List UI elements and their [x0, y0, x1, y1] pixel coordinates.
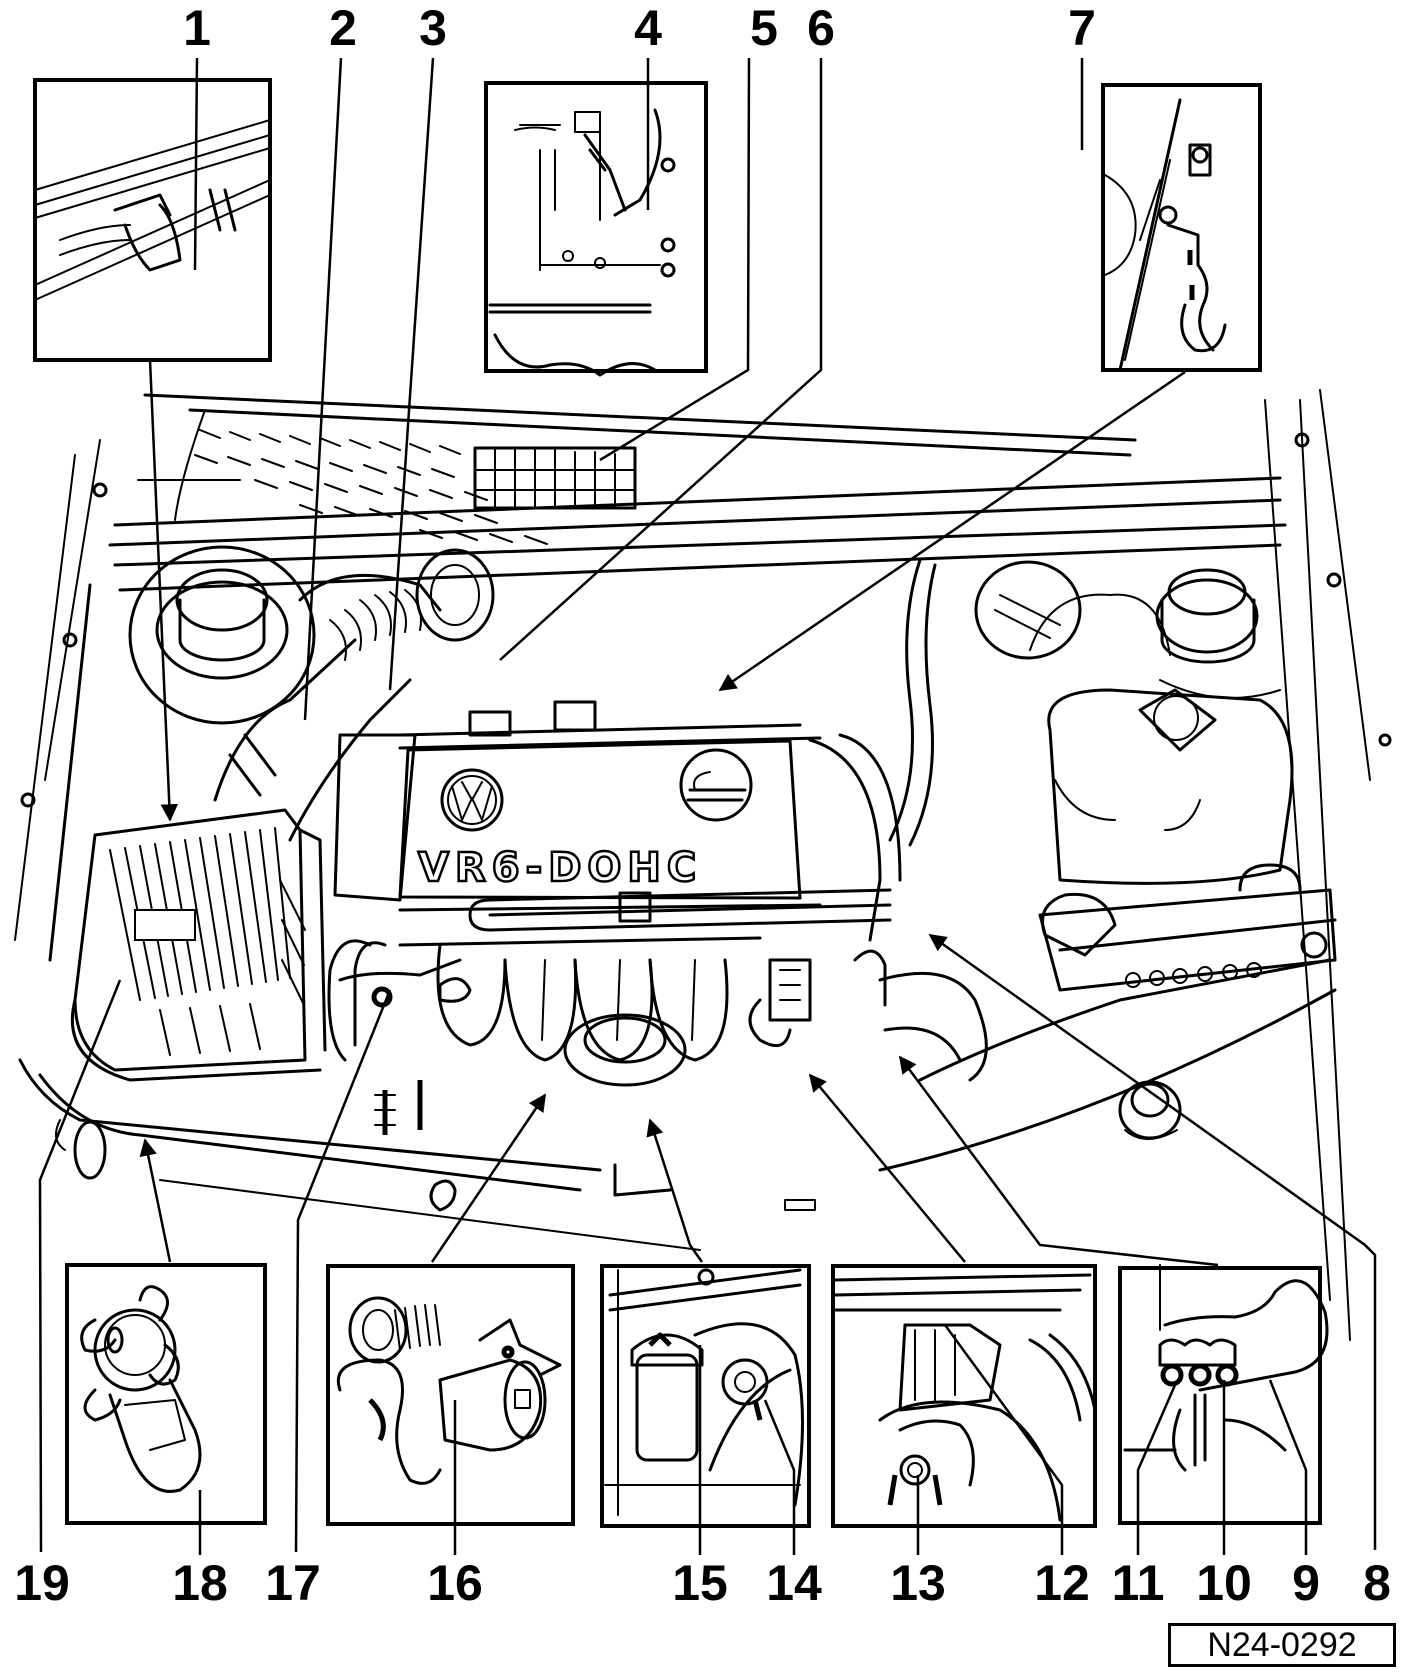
callout-8: 8 [1363, 1555, 1391, 1611]
inset-15-14 [600, 1264, 811, 1528]
leader-14 [763, 1399, 796, 1555]
leader-1-arrow [148, 359, 179, 822]
relay-box [473, 446, 637, 510]
inset-18 [65, 1263, 267, 1525]
intake-manifold [398, 936, 762, 1087]
leader-8 [928, 933, 1377, 1550]
callout-16: 16 [427, 1555, 483, 1611]
inset-4 [484, 81, 708, 377]
callout-7: 7 [1068, 0, 1096, 56]
callouts-bottom: 19 18 17 16 15 14 13 12 11 10 9 8 [14, 1555, 1391, 1611]
coolant-cap-icon [974, 560, 1082, 660]
leader-12-13-arrow [808, 1073, 966, 1263]
fuel-rail [468, 733, 902, 942]
callout-6: 6 [807, 0, 835, 56]
fenders [14, 389, 1392, 1341]
callout-19: 19 [14, 1555, 70, 1611]
battery [1038, 863, 1337, 992]
intake-duct [213, 548, 495, 842]
callout-9: 9 [1292, 1555, 1320, 1611]
leader-3 [388, 57, 435, 691]
figure-reference-code: N24-0292 [1168, 1623, 1396, 1667]
inset-16 [326, 1264, 575, 1526]
inset-13-12 [831, 1264, 1097, 1528]
right-strut-tower [974, 560, 1281, 699]
leader-17 [294, 989, 392, 1553]
inset-7 [1101, 83, 1262, 372]
callout-11: 11 [1112, 1555, 1165, 1611]
leader-14-15-arrow [646, 1118, 704, 1263]
leader-16-arrow [430, 1093, 547, 1263]
callout-17: 17 [265, 1555, 321, 1611]
leader-12 [943, 1324, 1064, 1555]
cowl-hatching [194, 429, 548, 545]
callout-3: 3 [419, 0, 447, 56]
inset-1 [33, 78, 272, 362]
leader-7-arrow [718, 370, 1186, 692]
callouts-top: 1 2 3 4 5 6 7 [183, 0, 1096, 56]
leader-6 [499, 58, 823, 661]
engine-bay: VR6-DOHC [14, 389, 1392, 1341]
callout-14: 14 [766, 1555, 822, 1611]
callout-18: 18 [172, 1555, 228, 1611]
throttle-body [327, 939, 472, 1135]
leader-11 [1136, 1384, 1177, 1555]
callout-1: 1 [183, 0, 211, 56]
radiator-support [18, 1058, 816, 1251]
leader-lines [38, 57, 1377, 1555]
oil-filler-cap-icon [679, 748, 753, 822]
leader-1 [193, 57, 199, 271]
engine-cover: VR6-DOHC [333, 700, 822, 912]
leader-9-10-11-arrow [898, 1055, 1219, 1267]
inset-11-10-9 [1118, 1264, 1329, 1525]
left-strut-tower [128, 545, 316, 725]
vw-logo-icon [440, 768, 504, 832]
coolant-tank [1047, 688, 1294, 885]
engine-cover-label: VR6-DOHC [418, 845, 702, 891]
leader-5 [599, 57, 751, 462]
callout-10: 10 [1196, 1555, 1252, 1611]
leader-9 [1268, 1379, 1308, 1555]
callout-4: 4 [634, 0, 662, 56]
callout-13: 13 [890, 1555, 946, 1611]
leader-2 [303, 57, 343, 721]
leader-18-arrow [139, 1138, 172, 1263]
callout-5: 5 [750, 0, 778, 56]
callout-12: 12 [1034, 1555, 1090, 1611]
duct-bellows [329, 589, 422, 661]
callout-15: 15 [672, 1555, 728, 1611]
air-filter-housing [70, 808, 327, 1082]
callout-2: 2 [329, 0, 357, 56]
leader-19 [38, 979, 122, 1553]
radiator-hose [748, 558, 1337, 1172]
